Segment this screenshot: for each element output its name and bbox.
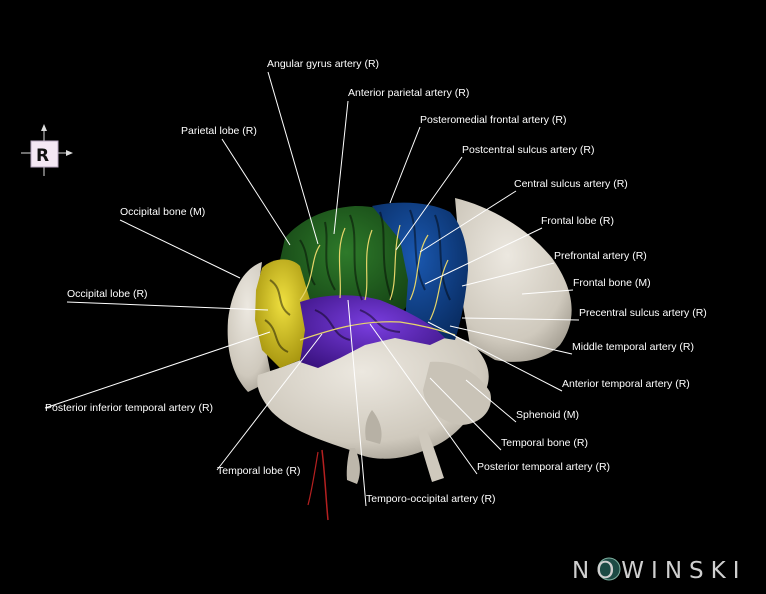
label-temporal-bone: Temporal bone (R) <box>501 437 588 449</box>
leader-lines <box>44 71 580 507</box>
styloid-process <box>418 428 444 482</box>
sphenoid-shape <box>423 361 491 425</box>
mastoid-process <box>346 448 360 484</box>
label-temporal-lobe: Temporal lobe (R) <box>217 465 300 477</box>
label-posteromedial-frontal-artery: Posteromedial frontal artery (R) <box>420 114 566 126</box>
label-anterior-parietal-artery: Anterior parietal artery (R) <box>348 87 469 99</box>
labels: Angular gyrus artery (R) Anterior pariet… <box>45 58 707 505</box>
label-angular-gyrus-artery: Angular gyrus artery (R) <box>267 58 379 70</box>
label-frontal-bone: Frontal bone (M) <box>573 277 651 289</box>
brain <box>255 202 468 521</box>
frontal-bone-shape <box>455 198 572 362</box>
label-anterior-temporal-artery: Anterior temporal artery (R) <box>562 378 690 390</box>
label-parietal-lobe: Parietal lobe (R) <box>181 125 257 137</box>
orientation-letter: R <box>36 146 49 166</box>
temporal-lobe-shape <box>300 295 445 368</box>
orientation-cube <box>30 140 59 168</box>
label-prefrontal-artery: Prefrontal artery (R) <box>554 250 647 262</box>
brand-logo: NOWINSKI <box>572 557 747 584</box>
label-occipital-bone: Occipital bone (M) <box>120 206 205 218</box>
brand-globe-icon <box>597 557 621 581</box>
inner-bone-piece <box>365 410 382 444</box>
label-occipital-lobe: Occipital lobe (R) <box>67 288 148 300</box>
occipital-lobe-shape <box>255 259 310 368</box>
orientation-widget: R <box>21 124 73 176</box>
occipital-bone-shape <box>227 262 272 392</box>
label-posterior-inferior-temporal-artery: Posterior inferior temporal artery (R) <box>45 402 213 414</box>
label-central-sulcus-artery: Central sulcus artery (R) <box>514 178 628 190</box>
vessel-red <box>321 449 329 521</box>
label-temporo-occipital-artery: Temporo-occipital artery (R) <box>366 493 496 505</box>
label-precentral-sulcus-artery: Precentral sulcus artery (R) <box>579 307 707 319</box>
label-sphenoid: Sphenoid (M) <box>516 409 579 421</box>
brand-text: NOWINSKI <box>572 558 747 584</box>
parietal-lobe-shape <box>280 206 412 322</box>
label-frontal-lobe: Frontal lobe (R) <box>541 215 614 227</box>
arteries <box>299 224 456 341</box>
label-posterior-temporal-artery: Posterior temporal artery (R) <box>477 461 610 473</box>
label-postcentral-sulcus-artery: Postcentral sulcus artery (R) <box>462 144 594 156</box>
label-middle-temporal-artery: Middle temporal artery (R) <box>572 341 694 353</box>
